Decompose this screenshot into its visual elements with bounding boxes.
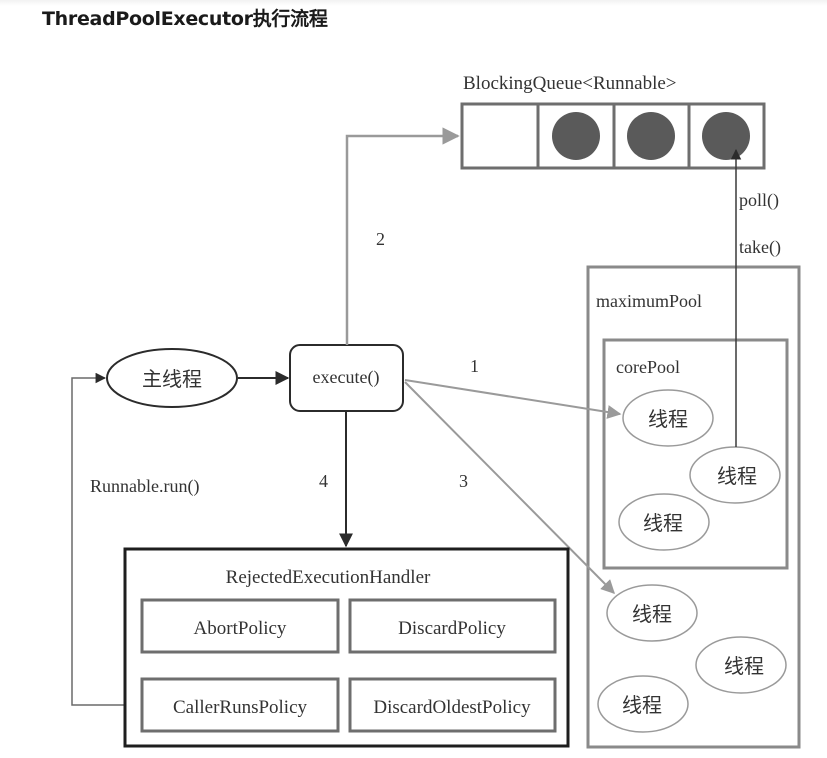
- abort-policy-label: AbortPolicy: [194, 618, 287, 639]
- core-pool-label: corePool: [616, 357, 680, 377]
- rejected-handler-label: RejectedExecutionHandler: [226, 567, 431, 588]
- maximum-pool-box: [586, 265, 801, 749]
- queue-task-dot: [552, 112, 600, 160]
- step-2-arrow: [345, 127, 460, 345]
- extra-thread-ellipse: [606, 584, 698, 642]
- core-pool-box: [602, 338, 789, 570]
- core-thread-label: 线程: [643, 511, 683, 535]
- extra-thread-label: 线程: [724, 654, 764, 678]
- discard-policy-label: DiscardPolicy: [398, 618, 506, 639]
- step-1-arrow: [404, 379, 622, 419]
- caller-runs-feedback-arrow: [71, 372, 141, 706]
- core-thread-label: 线程: [717, 464, 757, 488]
- extra-thread-label: 线程: [622, 693, 662, 717]
- main-thread-ellipse: [106, 348, 238, 408]
- step-1-label: 1: [470, 356, 479, 376]
- caller-runs-policy-box: [140, 677, 340, 733]
- step-4-label: 4: [319, 471, 328, 491]
- extra-thread-ellipse: [695, 636, 787, 694]
- core-thread-ellipse: [689, 446, 781, 504]
- extra-thread-ellipse: [597, 675, 689, 733]
- caller-runs-policy-label: CallerRunsPolicy: [173, 697, 308, 718]
- queue-task-dot: [702, 112, 750, 160]
- step-2-label: 2: [376, 229, 385, 249]
- extra-thread-label: 线程: [632, 602, 672, 626]
- page-title: ThreadPoolExecutor执行流程: [42, 8, 328, 30]
- top-shadow-bar: [0, 0, 827, 6]
- queue-task-dot: [627, 112, 675, 160]
- blocking-queue: [460, 102, 766, 170]
- abort-policy-box: [140, 598, 340, 654]
- discard-oldest-policy-label: DiscardOldestPolicy: [373, 697, 531, 718]
- execute-label: execute(): [313, 367, 380, 388]
- runnable-run-label: Runnable.run(): [90, 476, 199, 497]
- discard-oldest-policy-box: [348, 677, 557, 733]
- maximum-pool-label: maximumPool: [596, 291, 702, 311]
- core-thread-ellipse: [622, 389, 714, 447]
- core-thread-ellipse: [618, 493, 710, 551]
- poll-label: poll(): [739, 190, 779, 211]
- core-thread-label: 线程: [648, 407, 688, 431]
- queue-label: BlockingQueue<Runnable>: [463, 73, 677, 94]
- discard-policy-box: [348, 598, 557, 654]
- take-label: take(): [739, 237, 781, 258]
- step-3-label: 3: [459, 471, 468, 491]
- step-3-arrow: [404, 381, 615, 594]
- main-thread-label: 主线程: [142, 367, 202, 391]
